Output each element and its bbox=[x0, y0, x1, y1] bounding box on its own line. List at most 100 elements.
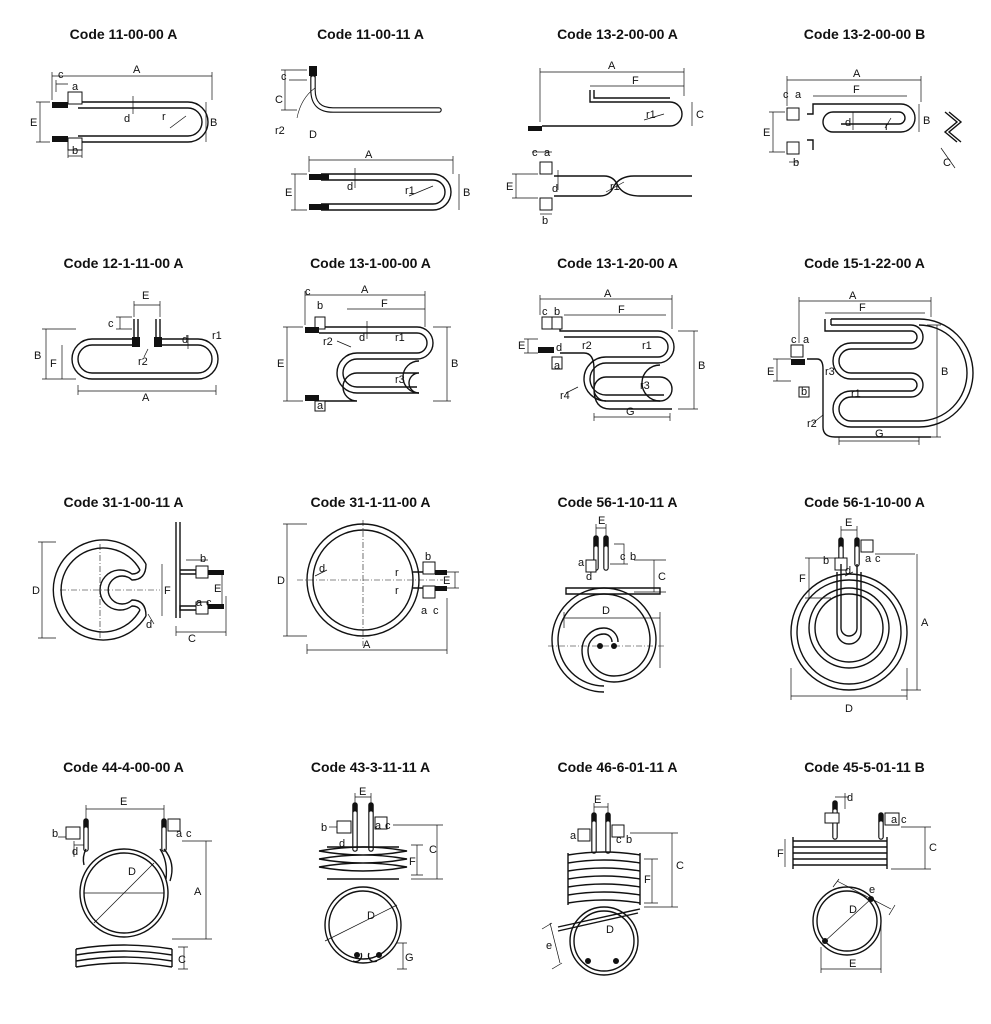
dim-label: E bbox=[594, 794, 601, 806]
dim-label: b bbox=[72, 145, 78, 157]
drawing-code-title: Code 13-1-00-00 A bbox=[310, 255, 431, 271]
drawing-46-6-01-11-a: Code 46-6-01-11 A E a c b F C e D bbox=[494, 733, 741, 989]
heating-element-drawing: d a c F C e D E bbox=[777, 792, 937, 973]
dim-label: a bbox=[865, 553, 872, 565]
dim-label: r1 bbox=[642, 340, 652, 352]
heating-element-drawing: E c B F r2 d r1 A bbox=[34, 290, 222, 404]
dim-label: r4 bbox=[560, 390, 570, 402]
dim-label: C bbox=[188, 633, 196, 645]
dim-label: E bbox=[359, 786, 366, 798]
dim-label: r2 bbox=[807, 418, 817, 430]
dim-label: A bbox=[361, 284, 369, 296]
dim-label: F bbox=[859, 302, 866, 314]
dim-label: F bbox=[381, 298, 388, 310]
dim-label: a bbox=[570, 830, 577, 842]
dim-label: c bbox=[281, 71, 287, 83]
drawing-56-1-10-00-a: Code 56-1-10-00 A E b a c F d A D bbox=[741, 468, 988, 724]
dim-label: C bbox=[429, 844, 437, 856]
dim-label: A bbox=[608, 60, 616, 72]
dim-label: b bbox=[626, 834, 632, 846]
dim-label: E bbox=[845, 517, 852, 529]
dim-label: E bbox=[285, 187, 292, 199]
dim-label: B bbox=[698, 360, 705, 372]
drawing-code-title: Code 13-2-00-00 A bbox=[557, 26, 678, 42]
dim-label: D bbox=[367, 910, 375, 922]
heating-element-drawing: E b a c F d A D bbox=[790, 517, 929, 715]
dim-label: F bbox=[799, 573, 806, 585]
dim-label: A bbox=[921, 617, 929, 629]
drawing-code-title: Code 13-2-00-00 B bbox=[803, 26, 926, 42]
dim-label: D bbox=[309, 129, 317, 141]
dim-label: r bbox=[395, 567, 399, 579]
dim-label: a bbox=[891, 814, 898, 826]
dim-label: G bbox=[626, 406, 635, 418]
dim-label: c bbox=[108, 318, 114, 330]
heating-element-drawing: D d b r r E a c A bbox=[277, 520, 459, 654]
drawing-code-title: Code 45-5-01-11 B bbox=[804, 759, 925, 775]
dim-label: d bbox=[319, 563, 325, 575]
drawing-13-1-20-00-a: Code 13-1-20-00 A A c b F E d r2 r1 a B … bbox=[494, 229, 741, 485]
dim-label: b bbox=[793, 157, 799, 169]
dim-label: C bbox=[943, 157, 951, 169]
drawing-12-1-11-00-a: Code 12-1-11-00 A E c B F r2 d r1 A bbox=[0, 229, 247, 485]
heating-element-drawing: E b d a c D A C bbox=[52, 796, 212, 970]
dim-label: G bbox=[875, 428, 884, 440]
dim-label: d bbox=[347, 181, 353, 193]
dim-label: r1 bbox=[851, 388, 861, 400]
dim-label: r1 bbox=[395, 332, 405, 344]
dim-label: A bbox=[604, 288, 612, 300]
dim-label: E bbox=[277, 358, 284, 370]
dim-label: a bbox=[795, 89, 802, 101]
dim-label: b bbox=[52, 828, 58, 840]
dim-label: A bbox=[194, 886, 202, 898]
dim-label: F bbox=[853, 84, 860, 96]
dim-label: r bbox=[395, 585, 399, 597]
dim-label: r2 bbox=[323, 336, 333, 348]
dim-label: C bbox=[676, 860, 684, 872]
heating-element-drawing: c C r2 D A E d r1 B bbox=[275, 66, 470, 211]
dim-label: C bbox=[929, 842, 937, 854]
drawing-code-title: Code 15-1-22-00 A bbox=[804, 255, 925, 271]
dim-label: b bbox=[554, 306, 560, 318]
dim-label: a bbox=[554, 360, 561, 372]
drawing-56-1-10-11-a: Code 56-1-10-11 A E a c b d C D bbox=[494, 468, 741, 724]
dim-label: D bbox=[32, 585, 40, 597]
dim-label: c bbox=[206, 597, 212, 609]
dim-label: c bbox=[901, 814, 907, 826]
dim-label: r1 bbox=[610, 181, 620, 193]
drawing-45-5-01-11-b: Code 45-5-01-11 B d a c F C e D E bbox=[741, 733, 988, 989]
dim-label: a bbox=[72, 81, 79, 93]
dim-label: E bbox=[506, 181, 513, 193]
dim-label: F bbox=[618, 304, 625, 316]
dim-label: a bbox=[421, 605, 428, 617]
dim-label: c bbox=[58, 69, 64, 81]
dim-label: b bbox=[542, 215, 548, 227]
dim-label: d bbox=[72, 846, 78, 858]
dim-label: D bbox=[277, 575, 285, 587]
heating-element-drawing: E a c b d C D bbox=[548, 515, 666, 693]
drawing-code-title: Code 44-4-00-00 A bbox=[63, 759, 184, 775]
dim-label: b bbox=[317, 300, 323, 312]
dim-label: A bbox=[133, 64, 141, 76]
drawing-43-3-11-11-a: Code 43-3-11-11 A E b a c d F C D G bbox=[247, 733, 494, 989]
dim-label: a bbox=[375, 820, 382, 832]
dim-label: C bbox=[696, 109, 704, 121]
dim-label: c bbox=[542, 306, 548, 318]
dim-label: r3 bbox=[640, 380, 650, 392]
dim-label: c bbox=[186, 828, 192, 840]
dim-label: d bbox=[146, 619, 152, 631]
dim-label: a bbox=[317, 400, 324, 412]
dim-label: b bbox=[321, 822, 327, 834]
dim-label: r3 bbox=[395, 374, 405, 386]
drawing-code-title: Code 56-1-10-00 A bbox=[804, 494, 925, 510]
dim-label: c bbox=[385, 820, 391, 832]
heating-element-drawing: c b A F r2 d r1 E B r3 a bbox=[277, 284, 458, 412]
dim-label: c bbox=[433, 605, 439, 617]
dim-label: r3 bbox=[825, 366, 835, 378]
dim-label: c bbox=[305, 286, 311, 298]
dim-label: E bbox=[849, 958, 856, 970]
dim-label: d bbox=[556, 342, 562, 354]
drawing-31-1-11-00-a: Code 31-1-11-00 A D d b r r E a c A bbox=[247, 468, 494, 724]
dim-label: C bbox=[178, 954, 186, 966]
dim-label: D bbox=[606, 924, 614, 936]
